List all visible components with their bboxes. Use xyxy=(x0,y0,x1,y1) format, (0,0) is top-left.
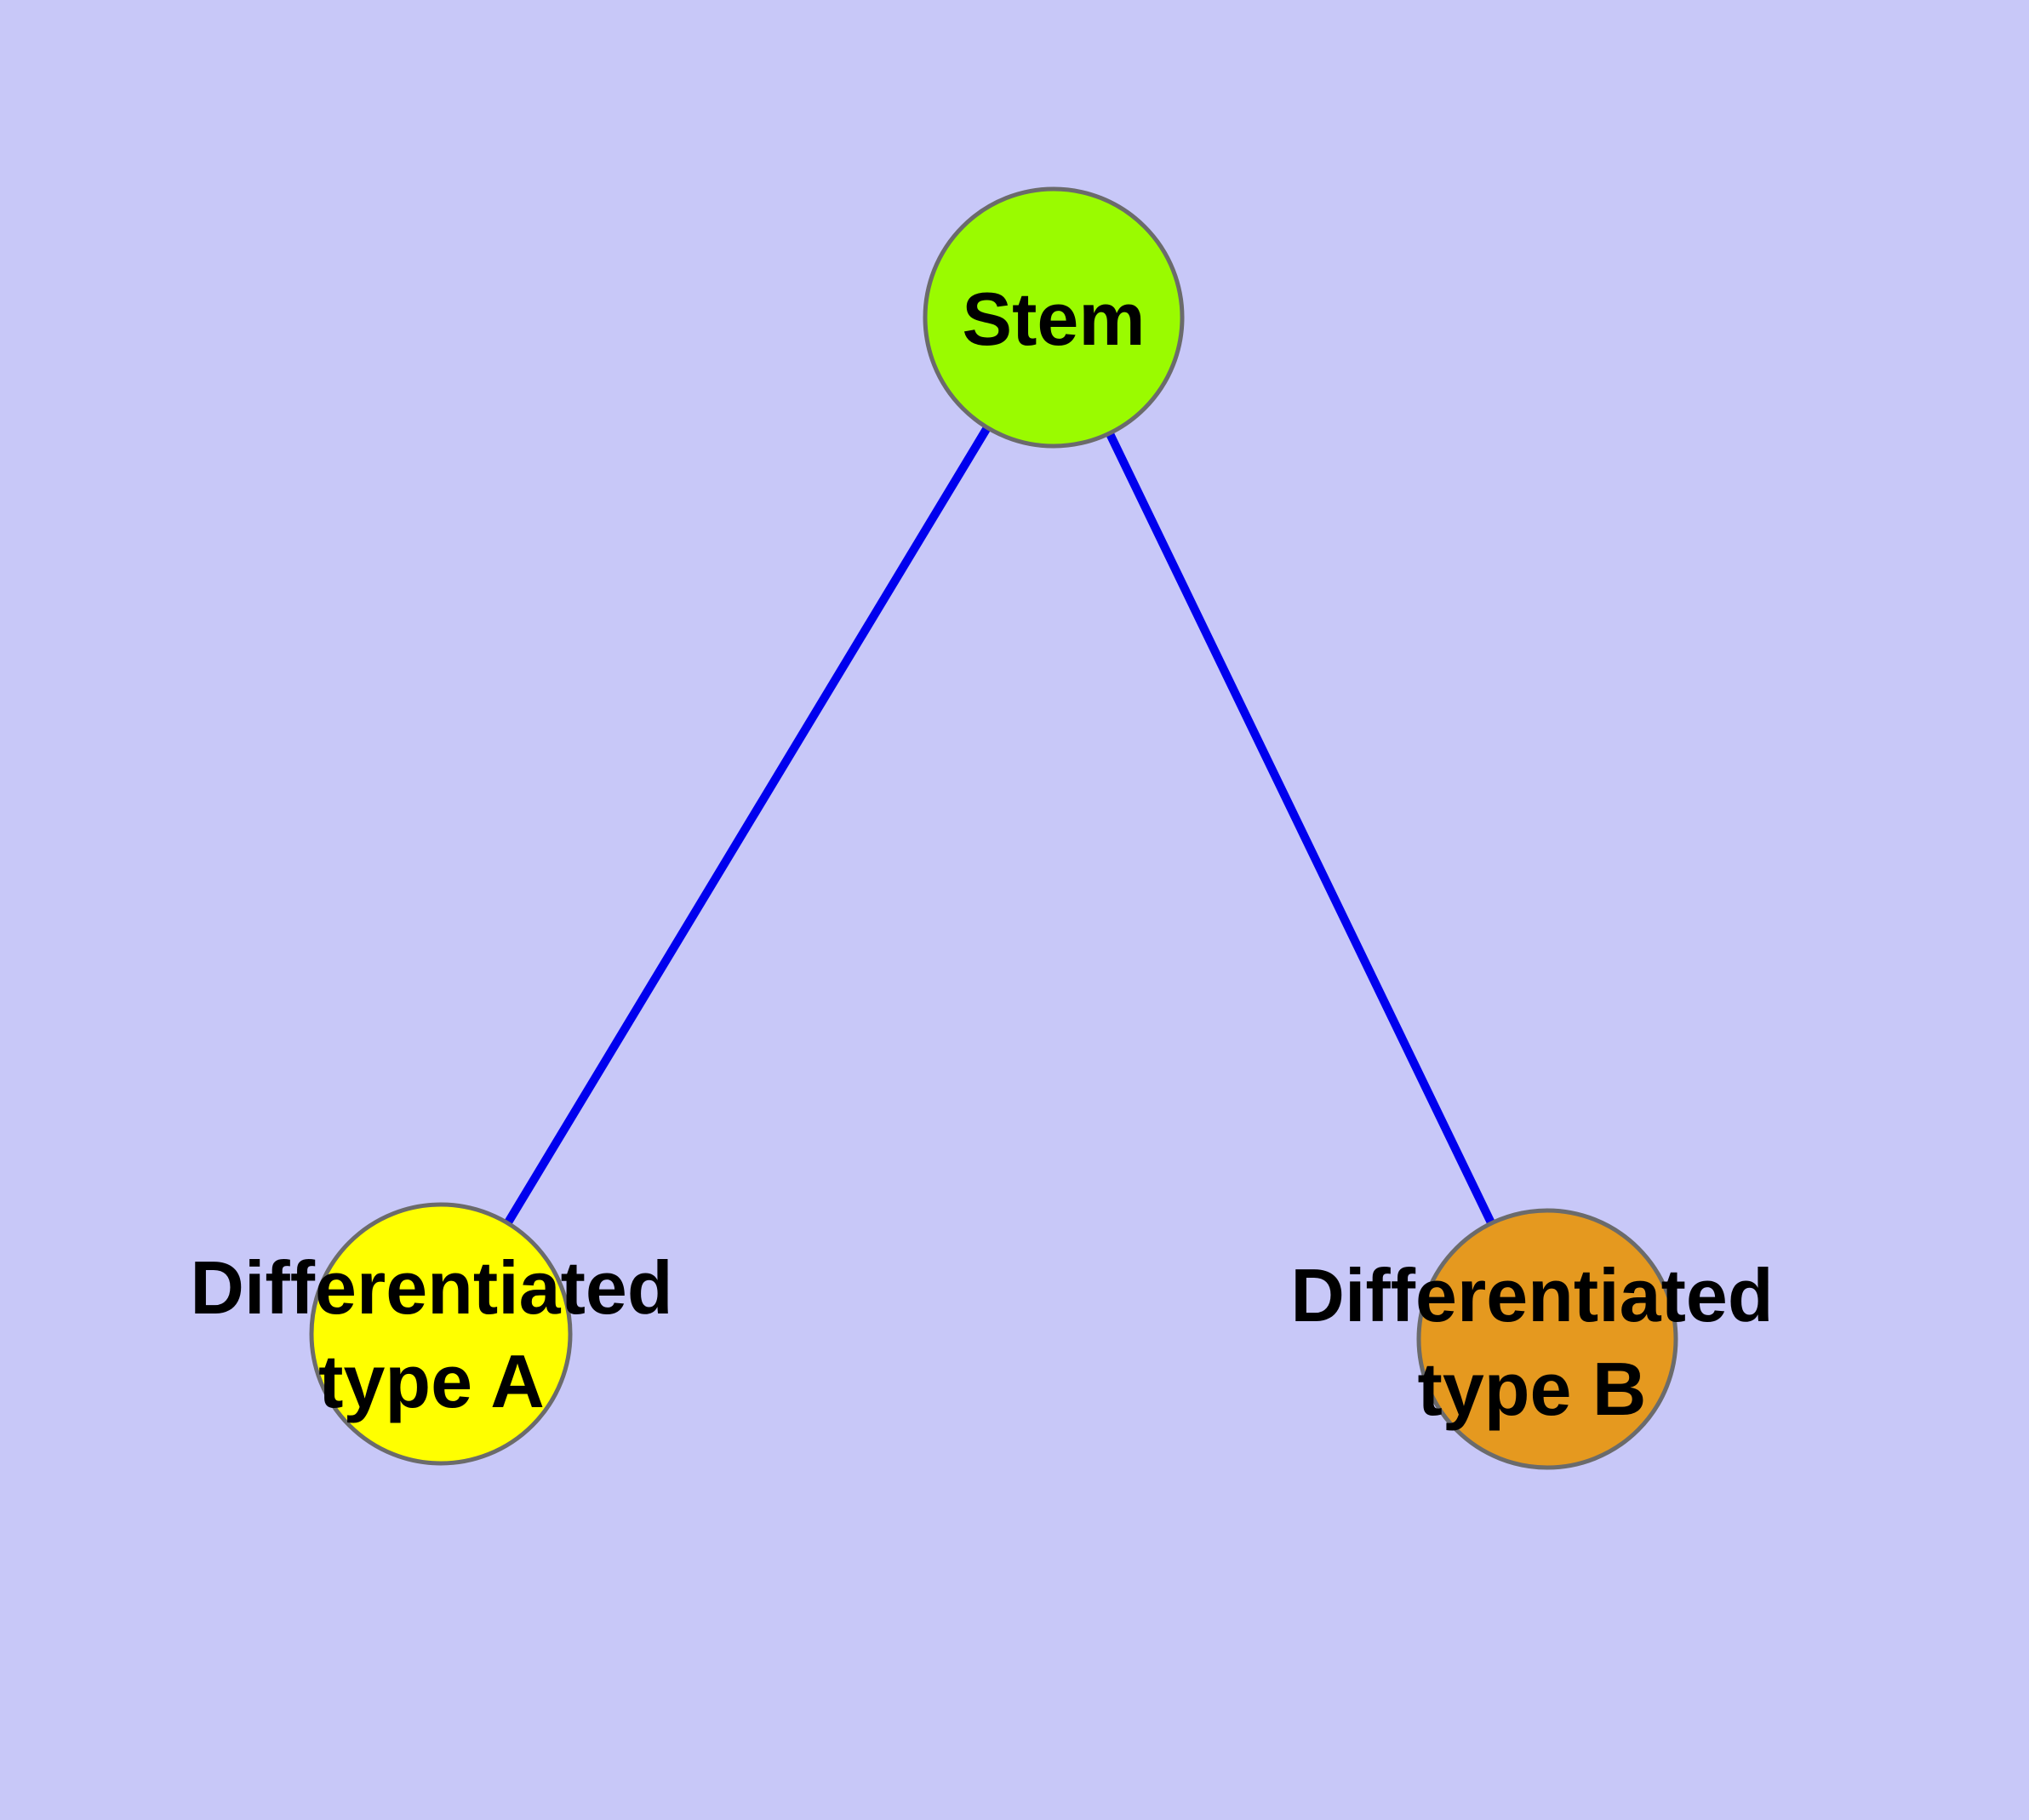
node-type-a-label: Differentiated type A xyxy=(190,1245,673,1423)
node-type-a-circle xyxy=(309,1202,573,1466)
node-type-b-circle xyxy=(1416,1208,1678,1470)
edge-stem-to-type-a xyxy=(437,315,1058,1336)
node-type-b-label: Differentiated type B xyxy=(1290,1253,1774,1431)
node-stem-label: Stem xyxy=(962,277,1146,361)
edge-stem-to-type-b xyxy=(1049,315,1552,1342)
node-stem-circle xyxy=(923,186,1185,449)
